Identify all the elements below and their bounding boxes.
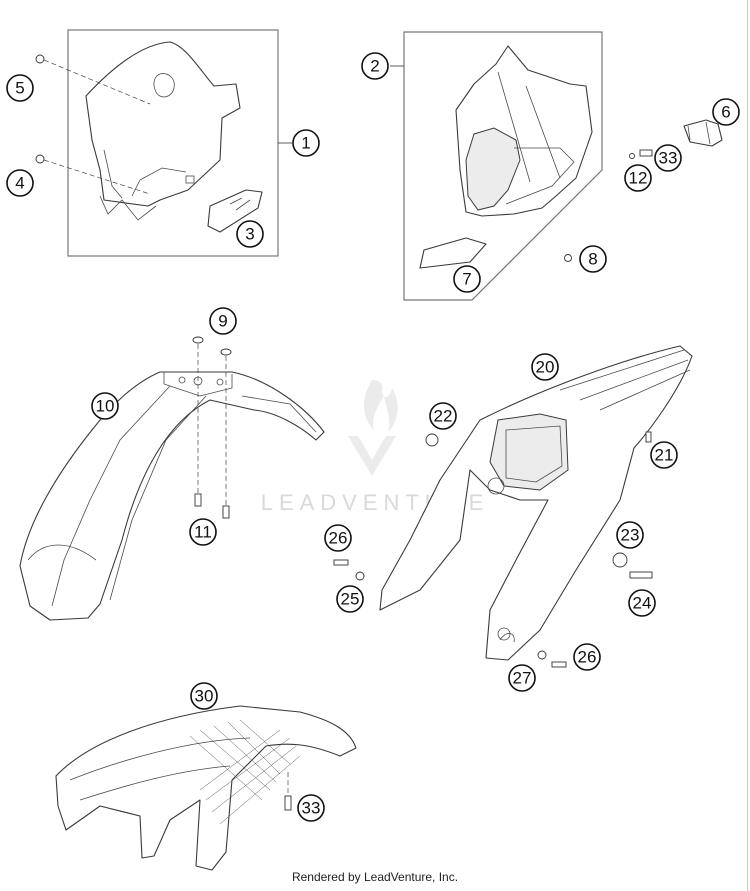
svg-text:6: 6	[721, 103, 730, 122]
screw-8	[564, 254, 572, 262]
callout-1: 1	[292, 129, 320, 157]
svg-text:33: 33	[302, 799, 321, 818]
part-7-decal	[419, 237, 487, 269]
rear-fender-hardware	[333, 431, 653, 668]
callout-2: 2	[361, 52, 389, 80]
callout-7: 7	[453, 265, 481, 293]
part-30-frame	[55, 705, 357, 871]
callout-27: 27	[508, 664, 536, 692]
svg-text:26: 26	[578, 648, 597, 667]
svg-text:1: 1	[301, 134, 310, 153]
screw-33-lower	[284, 772, 292, 811]
svg-text:3: 3	[245, 225, 254, 244]
callout-11: 11	[189, 518, 217, 546]
group-box-2	[403, 31, 603, 301]
svg-text:21: 21	[655, 446, 674, 465]
part-3-decal	[207, 189, 263, 233]
svg-text:11: 11	[194, 523, 212, 542]
svg-text:7: 7	[462, 270, 471, 289]
callout-21: 21	[650, 441, 678, 469]
svg-text:12: 12	[629, 169, 648, 188]
svg-text:23: 23	[621, 526, 640, 545]
page-edge-line	[747, 0, 748, 891]
callout-20: 20	[531, 353, 559, 381]
svg-text:10: 10	[96, 397, 115, 416]
callout-33-upper: 33	[654, 144, 682, 172]
svg-text:26: 26	[329, 529, 348, 548]
part-6-clip	[629, 119, 723, 159]
headlight-mask-part	[85, 41, 241, 221]
callout-6: 6	[712, 98, 740, 126]
svg-text:9: 9	[218, 312, 227, 331]
callout-22: 22	[429, 402, 457, 430]
headlight-mask-part-2	[455, 45, 593, 217]
svg-text:20: 20	[536, 358, 555, 377]
svg-text:33: 33	[659, 149, 678, 168]
callout-3: 3	[236, 220, 264, 248]
front-fender-part	[19, 371, 325, 621]
callout-10: 10	[91, 392, 119, 420]
screw-4-5	[35, 54, 151, 195]
callout-33-lower: 33	[297, 794, 325, 822]
svg-text:24: 24	[633, 594, 652, 613]
callout-25: 25	[336, 585, 364, 613]
callout-8: 8	[579, 245, 607, 273]
callout-26-right: 26	[573, 643, 601, 671]
callout-9: 9	[209, 307, 237, 335]
callout-24: 24	[628, 589, 656, 617]
svg-text:27: 27	[513, 669, 532, 688]
svg-text:22: 22	[434, 407, 453, 426]
callout-26-left: 26	[324, 524, 352, 552]
callout-4: 4	[6, 169, 34, 197]
callout-23: 23	[616, 521, 644, 549]
svg-text:30: 30	[195, 687, 214, 706]
rear-fender-part	[379, 345, 693, 661]
svg-text:8: 8	[588, 250, 597, 269]
svg-text:2: 2	[370, 57, 379, 76]
svg-text:4: 4	[15, 174, 24, 193]
callout-12: 12	[624, 164, 652, 192]
footer-credit: Rendered by LeadVenture, Inc.	[291, 870, 459, 884]
callout-5: 5	[6, 74, 34, 102]
screws-9-11	[192, 336, 232, 519]
watermark-logo	[348, 380, 398, 476]
svg-text:5: 5	[15, 79, 24, 98]
svg-text:25: 25	[341, 590, 360, 609]
callout-30: 30	[190, 682, 218, 710]
